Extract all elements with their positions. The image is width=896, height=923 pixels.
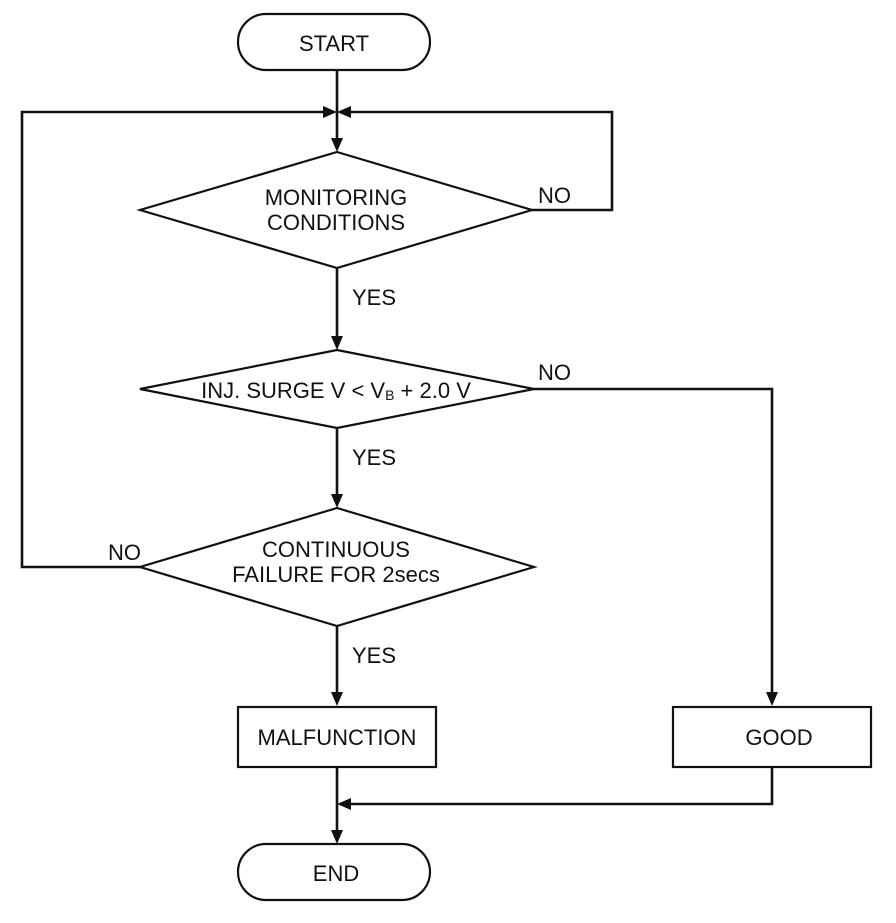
arrow-continuous-no [323, 106, 337, 118]
arrow-into-good [766, 692, 778, 706]
connector-good-to-end [347, 767, 774, 806]
surge-label: INJ. SURGE V < VB + 2.0 V [201, 378, 471, 403]
arrow-into-continuous [331, 494, 343, 508]
connector-continuous-no-loop [20, 110, 329, 569]
arrow-monitoring-no [337, 106, 351, 118]
malfunction-box: MALFUNCTION [236, 705, 438, 769]
start-terminal: START [236, 12, 432, 72]
monitoring-yes-label: YES [352, 285, 396, 310]
arrow-into-malfunction [331, 692, 343, 706]
surge-voltage-decision: INJ. SURGE V < VB + 2.0 V [139, 348, 535, 430]
malfunction-label: MALFUNCTION [258, 725, 417, 750]
good-box: GOOD [671, 705, 873, 769]
surge-yes-label: YES [352, 445, 396, 470]
continuous-no-label: NO [108, 540, 141, 565]
monitoring-conditions-decision: MONITORING CONDITIONS [136, 150, 536, 270]
continuous-failure-decision: CONTINUOUS FAILURE FOR 2secs [136, 506, 538, 628]
connector-monitoring-no-loop [345, 110, 614, 212]
end-label: END [313, 861, 359, 886]
continuous-label-line-1: CONTINUOUS [262, 537, 410, 562]
good-label: GOOD [745, 725, 812, 750]
arrow-into-surge [331, 336, 343, 350]
continuous-yes-label: YES [352, 643, 396, 668]
start-label: START [299, 31, 369, 56]
surge-no-label: NO [538, 360, 571, 385]
monitoring-label-line-2: CONDITIONS [267, 210, 405, 235]
monitoring-no-label: NO [538, 183, 571, 208]
end-terminal: END [236, 842, 432, 902]
arrow-into-monitoring [331, 138, 343, 152]
arrow-into-end [331, 830, 343, 844]
monitoring-label-line-1: MONITORING [265, 185, 408, 210]
arrow-good-merge [337, 798, 351, 810]
connector-surge-no [534, 387, 774, 696]
continuous-label-line-2: FAILURE FOR 2secs [232, 562, 440, 587]
